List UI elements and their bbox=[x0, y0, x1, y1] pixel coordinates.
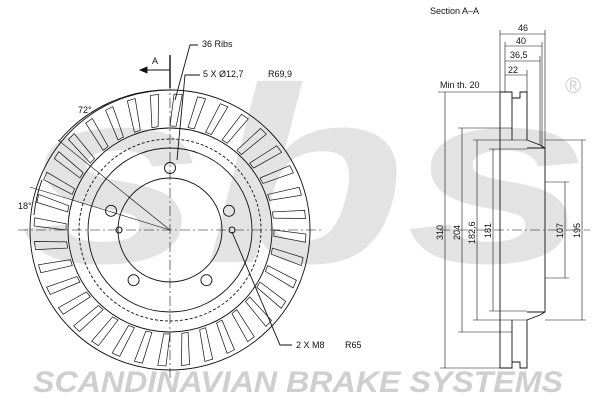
dia-204-label: 204 bbox=[452, 225, 462, 240]
cooling-rib bbox=[231, 309, 255, 343]
cooling-rib bbox=[270, 247, 304, 267]
angle-72-ext-line bbox=[57, 139, 171, 231]
cooling-rib bbox=[256, 281, 287, 309]
section-view bbox=[438, 30, 590, 369]
angle-18-arc bbox=[33, 179, 43, 216]
cooling-rib bbox=[221, 113, 249, 144]
cooling-rib bbox=[91, 316, 119, 347]
dia-310-label: 310 bbox=[435, 225, 445, 240]
dia-107-label: 107 bbox=[555, 223, 565, 238]
cooling-rib bbox=[36, 193, 70, 213]
cooling-rib bbox=[249, 145, 283, 169]
cooling-rib bbox=[205, 103, 229, 136]
thread-label: 2 X M8 bbox=[296, 340, 325, 350]
bolt-hole bbox=[105, 204, 117, 217]
sbs-watermark-logo: sbs bbox=[20, 36, 590, 315]
cooling-rib bbox=[181, 332, 190, 366]
cooling-rib bbox=[105, 106, 124, 141]
cooling-rib bbox=[133, 330, 153, 364]
ribs-label: 36 Ribs bbox=[202, 39, 233, 49]
angle-18-ext-line bbox=[29, 186, 171, 231]
cooling-rib bbox=[68, 133, 95, 164]
angle-72-arc bbox=[58, 89, 171, 142]
sbs-logo-text: sbs bbox=[20, 36, 590, 315]
section-cut-arrow-head bbox=[138, 66, 148, 74]
front-view bbox=[18, 44, 322, 380]
bolt-circle-label: R69,9 bbox=[268, 69, 292, 79]
width-36-5-label: 36,5 bbox=[510, 50, 528, 60]
cooling-rib bbox=[169, 93, 183, 127]
cooling-rib bbox=[150, 94, 159, 128]
width-46-label: 46 bbox=[518, 23, 528, 33]
cooling-rib bbox=[272, 210, 306, 219]
thread-leader bbox=[231, 231, 292, 346]
bolt-hole bbox=[223, 204, 235, 217]
section-marker-top: A bbox=[152, 56, 158, 66]
cooling-rib bbox=[267, 186, 302, 201]
cooling-rib bbox=[34, 241, 68, 250]
angle-72-label: 72° bbox=[78, 105, 92, 115]
dia-181-label: 181 bbox=[483, 223, 493, 238]
cooling-rib bbox=[46, 276, 81, 295]
cooling-rib bbox=[38, 259, 73, 274]
cooling-rib bbox=[57, 291, 91, 315]
cooling-rib bbox=[157, 333, 171, 367]
cooling-rib bbox=[187, 96, 207, 130]
dia-182-6-label: 182,6 bbox=[467, 221, 477, 244]
cooling-rib bbox=[273, 229, 307, 243]
angle-18-label: 18° bbox=[18, 201, 32, 211]
brand-line-watermark: SCANDINAVIAN BRAKE SYSTEMS bbox=[33, 366, 563, 399]
width-40-label: 40 bbox=[516, 36, 526, 46]
cooling-rib bbox=[236, 128, 267, 155]
cooling-ribs bbox=[33, 93, 307, 367]
section-title: Section A–A bbox=[430, 6, 479, 16]
dia-195-label: 195 bbox=[572, 223, 582, 238]
cooling-rib bbox=[259, 165, 294, 184]
cooling-rib bbox=[43, 171, 76, 195]
cooling-rib bbox=[216, 319, 235, 354]
width-22-label: 22 bbox=[508, 65, 518, 75]
ribs-leader bbox=[174, 44, 198, 101]
cooling-rib bbox=[85, 117, 109, 151]
cooling-rib bbox=[264, 265, 297, 289]
cooling-rib bbox=[199, 327, 214, 362]
bolt-holes bbox=[105, 162, 235, 287]
thread-radius-label: R65 bbox=[345, 340, 362, 350]
registered-mark: ® bbox=[565, 73, 581, 98]
cooling-rib bbox=[73, 305, 104, 332]
cooling-rib bbox=[53, 151, 84, 179]
cooling-rib bbox=[245, 296, 272, 327]
cooling-rib bbox=[126, 98, 141, 133]
cooling-rib bbox=[33, 217, 67, 231]
cooling-rib bbox=[111, 324, 135, 357]
bolt-leader bbox=[176, 74, 200, 161]
bolt-pattern-label: 5 X Ø12,7 bbox=[203, 69, 244, 79]
bolt-hole bbox=[127, 274, 140, 287]
bolt-hole bbox=[200, 274, 213, 287]
min-thickness-label: Min th. 20 bbox=[440, 80, 480, 90]
